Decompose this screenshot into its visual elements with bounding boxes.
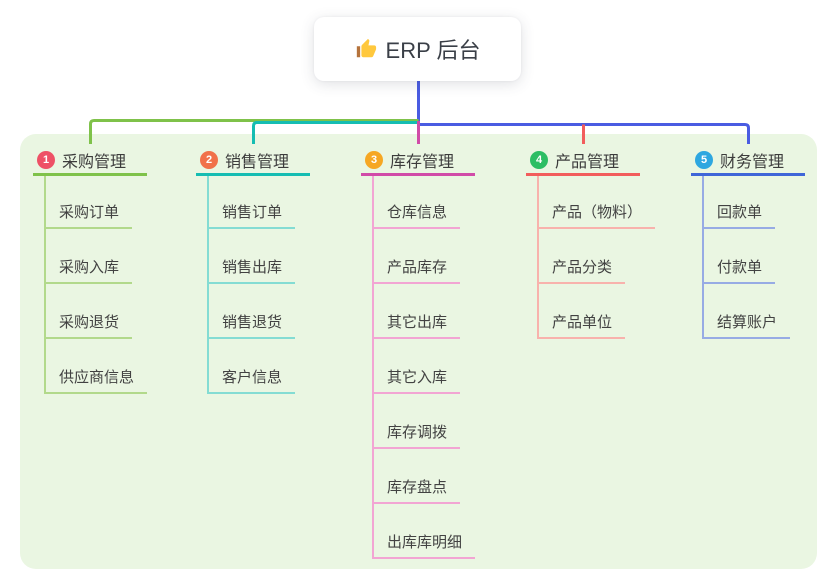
- branch-node-header[interactable]: 4 产品管理: [526, 146, 640, 176]
- child-node[interactable]: 销售订单: [207, 176, 296, 229]
- root-title: ERP 后台: [385, 38, 481, 63]
- branch-title: 采购管理: [62, 153, 127, 171]
- child-node[interactable]: 库存盘点: [372, 449, 461, 504]
- branch-children: 仓库信息产品库存其它出库其它入库库存调拨库存盘点出库库明细: [372, 176, 491, 559]
- branch-children: 销售订单销售出库销售退货客户信息: [207, 176, 326, 394]
- child-node[interactable]: 销售出库: [207, 229, 296, 284]
- child-node[interactable]: 产品库存: [372, 229, 461, 284]
- branch-title: 财务管理: [720, 153, 785, 171]
- child-node[interactable]: 库存调拨: [372, 394, 461, 449]
- branch-title: 库存管理: [390, 153, 455, 171]
- child-node[interactable]: 销售退货: [207, 284, 296, 339]
- child-node[interactable]: 采购订单: [44, 176, 133, 229]
- child-node[interactable]: 产品单位: [537, 284, 626, 339]
- branch-number-badge: 2: [200, 150, 218, 169]
- branch-node-header[interactable]: 3 库存管理: [361, 146, 475, 176]
- child-node[interactable]: 产品分类: [537, 229, 626, 284]
- branch-number-badge: 4: [530, 150, 548, 169]
- child-node[interactable]: 产品（物料）: [537, 176, 656, 229]
- child-node[interactable]: 供应商信息: [44, 339, 148, 394]
- branch-number-badge: 5: [695, 150, 713, 169]
- thumb-cuff: [356, 46, 360, 58]
- child-node[interactable]: 结算账户: [702, 284, 791, 339]
- branch-2: 2 销售管理销售订单销售出库销售退货客户信息: [196, 146, 326, 394]
- thumbs-up-icon: [355, 38, 377, 60]
- branch-node-header[interactable]: 2 销售管理: [196, 146, 310, 176]
- child-node[interactable]: 采购退货: [44, 284, 133, 339]
- branch-5: 5 财务管理回款单付款单结算账户: [691, 146, 821, 339]
- branch-title: 产品管理: [555, 153, 620, 171]
- branch-1: 1 采购管理采购订单采购入库采购退货供应商信息: [33, 146, 163, 394]
- branch-children: 产品（物料）产品分类产品单位: [537, 176, 656, 339]
- child-node[interactable]: 客户信息: [207, 339, 296, 394]
- branch-children: 采购订单采购入库采购退货供应商信息: [44, 176, 163, 394]
- child-node[interactable]: 出库库明细: [372, 504, 476, 559]
- branches-panel: 1 采购管理采购订单采购入库采购退货供应商信息 2 销售管理销售订单销售出库销售退货客…: [20, 134, 817, 569]
- branch-node-header[interactable]: 5 财务管理: [691, 146, 805, 176]
- child-node[interactable]: 其它入库: [372, 339, 461, 394]
- branch-4: 4 产品管理产品（物料）产品分类产品单位: [526, 146, 656, 339]
- thumb-hand: [360, 38, 376, 58]
- branch-number-badge: 3: [365, 150, 383, 169]
- branch-title: 销售管理: [225, 153, 290, 171]
- branch-children: 回款单付款单结算账户: [702, 176, 821, 339]
- child-node[interactable]: 付款单: [702, 229, 776, 284]
- child-node[interactable]: 其它出库: [372, 284, 461, 339]
- branch-number-badge: 1: [37, 150, 55, 169]
- child-node[interactable]: 仓库信息: [372, 176, 461, 229]
- child-node[interactable]: 回款单: [702, 176, 776, 229]
- branch-node-header[interactable]: 1 采购管理: [33, 146, 147, 176]
- child-node[interactable]: 采购入库: [44, 229, 133, 284]
- root-node[interactable]: ERP 后台: [314, 17, 521, 81]
- branch-3: 3 库存管理仓库信息产品库存其它出库其它入库库存调拨库存盘点出库库明细: [361, 146, 491, 559]
